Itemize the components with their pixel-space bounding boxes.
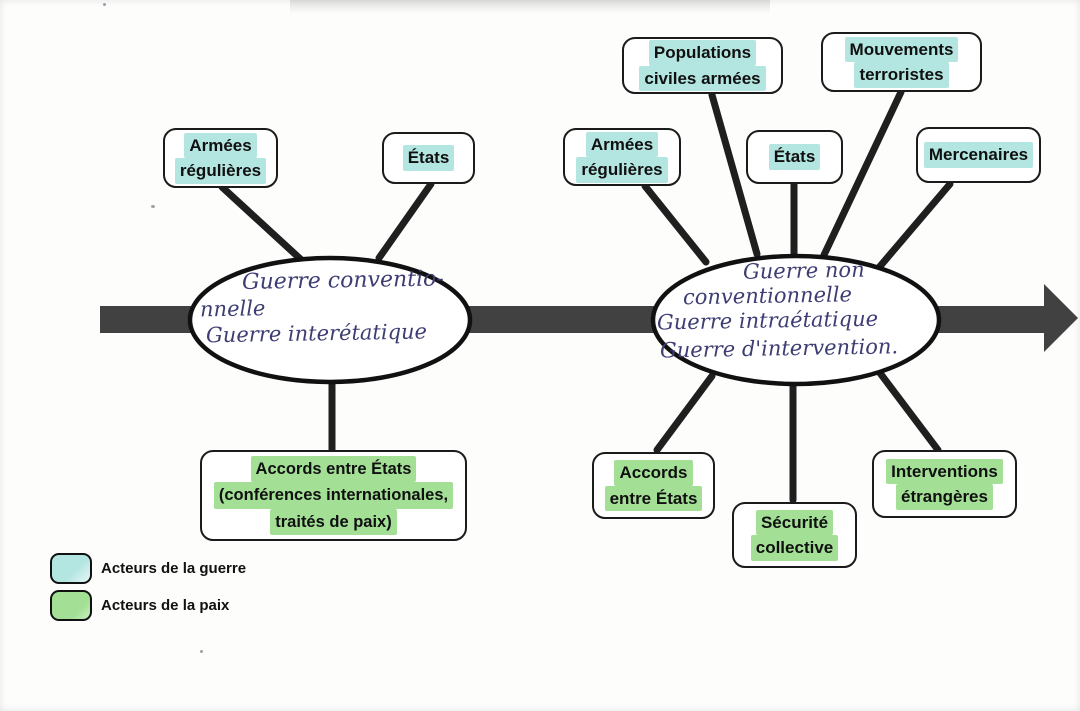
legend-label-peace: Acteurs de la paix — [101, 597, 230, 614]
node-etats-right: États — [746, 130, 843, 184]
connector-right-mouvements — [820, 88, 905, 259]
node-interventions-etrangeres: Interventions étrangères — [872, 450, 1017, 518]
legend-item-peace: Acteurs de la paix — [50, 590, 229, 621]
node-label-line: Accords entre États — [250, 455, 417, 483]
node-label-line: Armées — [585, 131, 659, 157]
node-label-line: traités de paix) — [270, 508, 397, 536]
paper-speck — [151, 205, 155, 208]
node-label-line: Interventions — [886, 458, 1003, 484]
node-label-line: États — [402, 145, 455, 171]
handwriting-line: Guerre interétatique — [205, 319, 428, 348]
war-color-swatch — [50, 553, 92, 584]
connector-right-populations — [708, 91, 761, 258]
connector-right-mercenaires — [872, 180, 954, 275]
connector-left-etats — [375, 180, 435, 262]
node-label-line: collective — [750, 535, 839, 561]
paper-speck — [103, 3, 106, 6]
node-label-line: régulières — [576, 157, 668, 183]
node-label-line: régulières — [174, 158, 267, 184]
node-label-line: terroristes — [854, 62, 949, 88]
node-label-line: entre États — [604, 485, 703, 511]
center-ellipse-right — [650, 253, 942, 387]
node-populations-civiles: Populations civiles armées — [622, 37, 783, 94]
node-label-line: étrangères — [896, 484, 993, 510]
paper-speck — [200, 650, 203, 653]
handwriting-line: Guerre d'intervention. — [659, 334, 899, 363]
legend-item-war: Acteurs de la guerre — [50, 553, 246, 584]
node-label-line: (conférences internationales, — [213, 482, 454, 509]
node-armees-regulieres-left: Armées régulières — [163, 128, 278, 188]
node-accords-left: Accords entre États (conférences interna… — [200, 450, 467, 541]
node-accords-right: Accords entre États — [592, 452, 715, 519]
legend-label-war: Acteurs de la guerre — [101, 560, 247, 577]
node-etats-left: États — [382, 132, 475, 184]
node-label-line: civiles armées — [639, 65, 766, 91]
node-label-line: Mercenaires — [923, 142, 1034, 168]
node-label-line: Armées — [184, 132, 257, 158]
node-securite-collective: Sécurité collective — [732, 502, 857, 568]
center-ellipse-left — [187, 255, 473, 385]
node-armees-regulieres-right: Armées régulières — [563, 128, 681, 186]
node-label-line: États — [768, 144, 821, 170]
node-label-line: Mouvements — [844, 36, 959, 62]
node-mercenaires: Mercenaires — [916, 127, 1041, 183]
handwriting-right-node: Guerre non conventionnelle Guerre intraé… — [655, 258, 940, 364]
node-label-line: Populations — [648, 40, 757, 66]
connector-right-interventions — [876, 369, 942, 454]
node-label-line: Accords — [614, 460, 693, 486]
node-mouvements-terroristes: Mouvements terroristes — [821, 32, 982, 92]
node-label-line: Sécurité — [755, 509, 834, 535]
handwriting-left-node: Guerre conventio- nnelle Guerre interéta… — [197, 266, 467, 348]
connector-right-armees — [641, 182, 710, 266]
connector-right-accords — [653, 372, 716, 454]
peace-color-swatch — [50, 590, 92, 621]
connector-left-armees — [218, 183, 312, 270]
